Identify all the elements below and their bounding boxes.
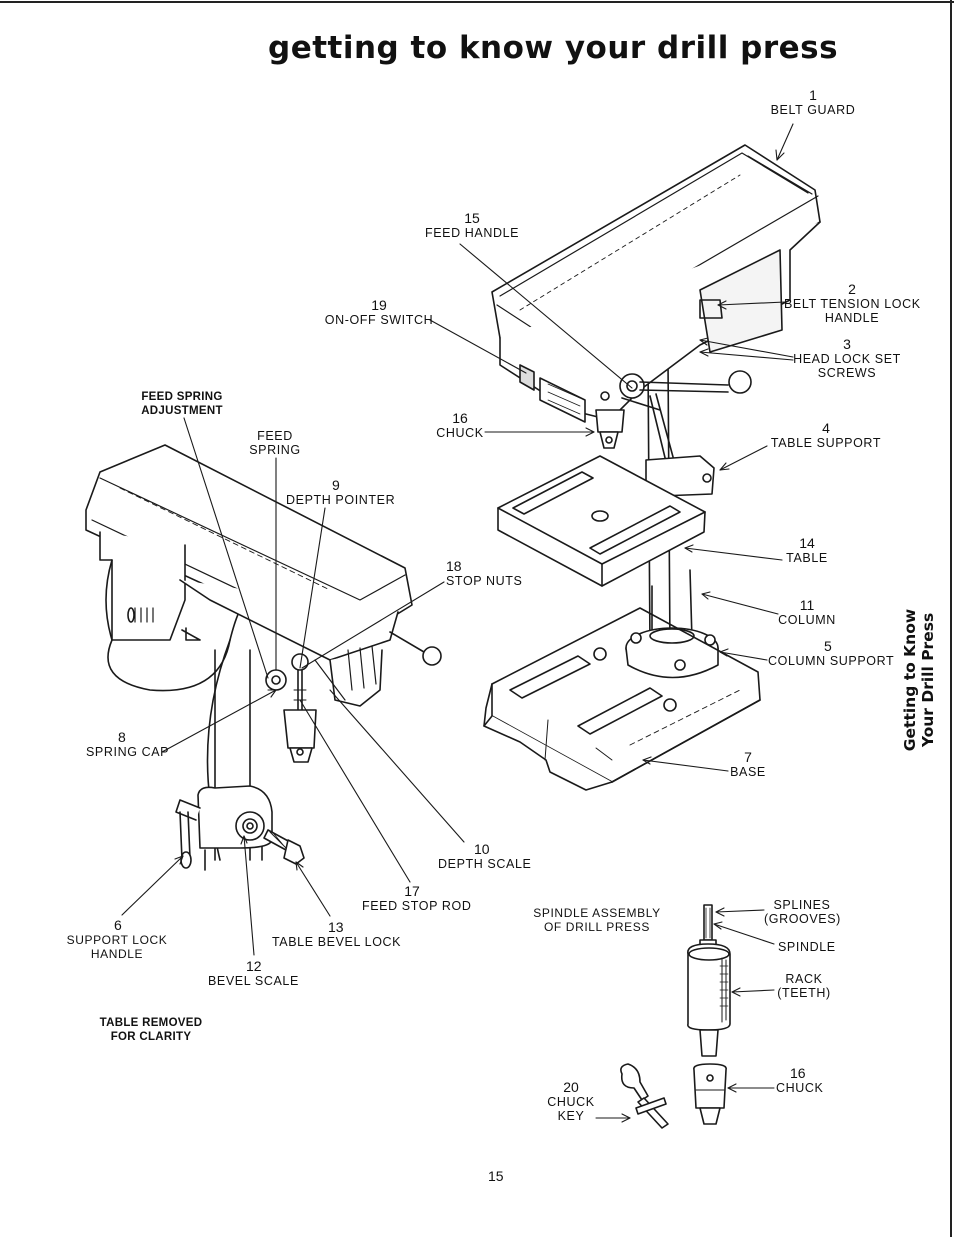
side-tab-line1: Getting to Know — [901, 608, 919, 752]
label-support-lock-handle: 6 SUPPORT LOCK HANDLE — [66, 917, 168, 962]
label-table-bevel-lock: 13 TABLE BEVEL LOCK — [272, 919, 402, 950]
label-splines: SPLINES (GROOVES) — [764, 898, 841, 926]
label-table: 14 TABLE — [786, 535, 828, 566]
label-belt-tension-lock-handle: 2 BELT TENSION LOCK HANDLE — [784, 281, 921, 326]
label-spindle-assembly: SPINDLE ASSEMBLY OF DRILL PRESS — [533, 906, 661, 934]
page-number: 15 — [488, 1168, 504, 1184]
label-chuck-key: 20 CHUCK KEY — [547, 1079, 595, 1124]
label-depth-pointer: 9 DEPTH POINTER — [286, 477, 396, 508]
side-tab-line2: Your Drill Press — [919, 612, 937, 748]
label-spindle: SPINDLE — [778, 940, 836, 954]
top-border — [0, 1, 954, 3]
label-belt-guard: 1 BELT GUARD — [770, 87, 856, 118]
page-title: getting to know your drill press — [268, 30, 839, 66]
label-depth-scale: 10 DEPTH SCALE — [438, 841, 532, 872]
label-column-support: 5 COLUMN SUPPORT — [768, 638, 895, 669]
left-drill-press — [85, 444, 442, 871]
side-tab: Getting to Know Your Drill Press — [898, 609, 940, 751]
label-column: 11 COLUMN — [778, 597, 836, 628]
label-feed-handle: 15 FEED HANDLE — [425, 210, 520, 241]
label-feed-spring: FEED SPRING — [249, 429, 301, 457]
label-rack: RACK (TEETH) — [777, 972, 831, 1000]
label-feed-stop-rod: 17 FEED STOP ROD — [362, 883, 472, 914]
label-chuck-main: 16 CHUCK — [436, 410, 484, 441]
label-head-lock-set-screws: 3 HEAD LOCK SET SCREWS — [793, 336, 901, 381]
label-base: 7 BASE — [730, 749, 766, 780]
label-spring-cap: 8 SPRING CAP — [86, 729, 170, 760]
right-drill-press — [483, 144, 821, 791]
label-stop-nuts: 18 STOP NUTS — [446, 558, 523, 589]
label-feed-spring-adjustment: FEED SPRING ADJUSTMENT — [141, 391, 223, 417]
spindle-assembly-illustration — [620, 904, 731, 1129]
label-table-support: 4 TABLE SUPPORT — [770, 420, 882, 451]
leader-lines — [121, 123, 794, 1123]
right-border — [950, 0, 952, 1237]
label-table-removed: TABLE REMOVED FOR CLARITY — [99, 1017, 203, 1043]
label-on-off-switch: 19 ON-OFF SWITCH — [324, 297, 434, 328]
label-chuck-spindle: 16 CHUCK — [776, 1065, 824, 1096]
label-bevel-scale: 12 BEVEL SCALE — [208, 958, 299, 989]
